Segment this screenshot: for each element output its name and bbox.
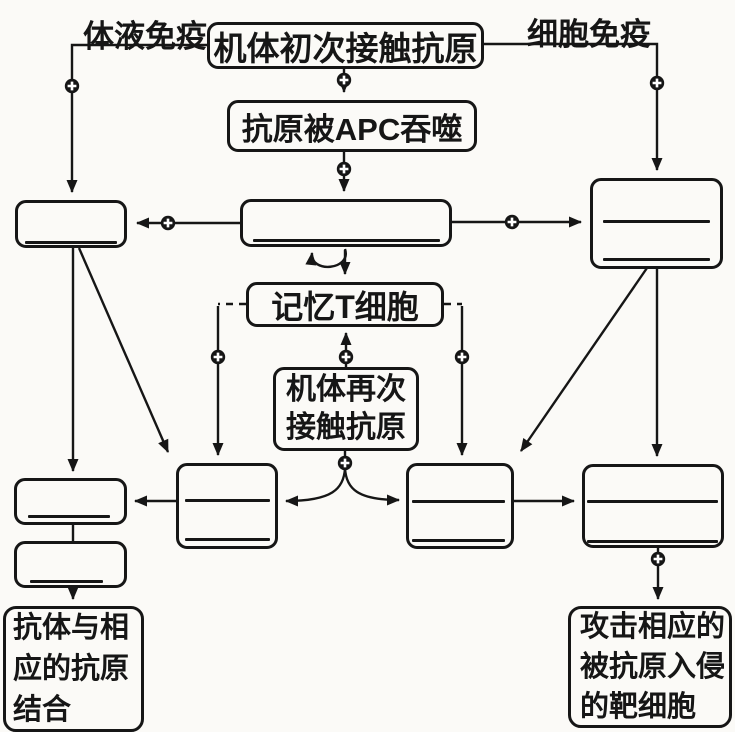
blank-line xyxy=(603,258,710,261)
node-antibody-line: 应的抗原 xyxy=(13,652,130,685)
node-apc-engulf: 抗原被APC吞噬 xyxy=(227,100,477,152)
plus-circle-icon xyxy=(337,455,353,471)
node-antibody-line: 抗体与相 xyxy=(13,611,130,644)
edge-self-loop xyxy=(305,248,347,268)
blank-line xyxy=(28,515,110,518)
node-attack-line: 的靶细胞 xyxy=(580,691,697,723)
edge-lefttop-to-midleft xyxy=(77,247,170,453)
blank-line xyxy=(30,580,103,583)
blank-line xyxy=(253,239,440,242)
blank-box-left-top xyxy=(15,200,127,248)
node-antibody-line: 结合 xyxy=(13,693,72,726)
node-second-contact: 机体再次 接触抗原 xyxy=(273,367,419,451)
plus-circle-icon xyxy=(338,349,354,365)
edge-split-to-midleft xyxy=(285,467,347,507)
edge-split-to-midright xyxy=(343,467,400,506)
blank-line xyxy=(603,220,710,223)
plus-circle-icon xyxy=(64,78,80,94)
blank-box-right-top xyxy=(590,178,723,269)
plus-circle-icon xyxy=(454,349,470,365)
node-attack-line: 攻击相应的 xyxy=(580,611,726,643)
plus-markers xyxy=(64,72,666,567)
node-second-contact-line: 机体再次 xyxy=(286,373,406,406)
blank-box-farleft-upper xyxy=(14,478,127,525)
edge-righttop-to-midright xyxy=(520,267,648,452)
plus-circle-icon xyxy=(650,551,666,567)
blank-box-mid-right xyxy=(406,463,514,549)
blank-line xyxy=(412,500,505,503)
blank-line xyxy=(25,241,117,244)
plus-circle-icon xyxy=(336,72,352,88)
label-cellular-immunity: 细胞免疫 xyxy=(527,17,651,52)
plus-circle-icon xyxy=(160,215,176,231)
node-attack-line: 被抗原入侵 xyxy=(580,651,726,683)
plus-circle-icon xyxy=(210,349,226,365)
node-memory-t-cell: 记忆T细胞 xyxy=(246,282,444,327)
blank-line xyxy=(587,500,718,503)
edge-cellular-branch xyxy=(484,42,663,171)
blank-line xyxy=(587,540,718,543)
node-attack-target: 攻击相应的 被抗原入侵 的靶细胞 xyxy=(568,606,732,728)
label-humoral-immunity: 体液免疫 xyxy=(83,19,207,54)
node-first-contact: 机体初次接触抗原 xyxy=(207,22,484,69)
blank-box-far-right xyxy=(582,464,724,548)
blank-line xyxy=(185,499,270,502)
plus-circle-icon xyxy=(504,214,520,230)
plus-circle-icon xyxy=(649,75,665,91)
blank-line xyxy=(185,538,270,541)
node-second-contact-line: 接触抗原 xyxy=(286,411,406,444)
blank-box-farleft-lower xyxy=(14,541,127,588)
node-antibody-binding: 抗体与相 应的抗原 结合 xyxy=(3,606,144,732)
blank-box-mid-left xyxy=(176,463,278,549)
plus-circle-icon xyxy=(336,161,352,177)
edge-humoral-branch xyxy=(66,43,207,193)
blank-box-center xyxy=(240,199,452,247)
blank-line xyxy=(412,539,505,542)
